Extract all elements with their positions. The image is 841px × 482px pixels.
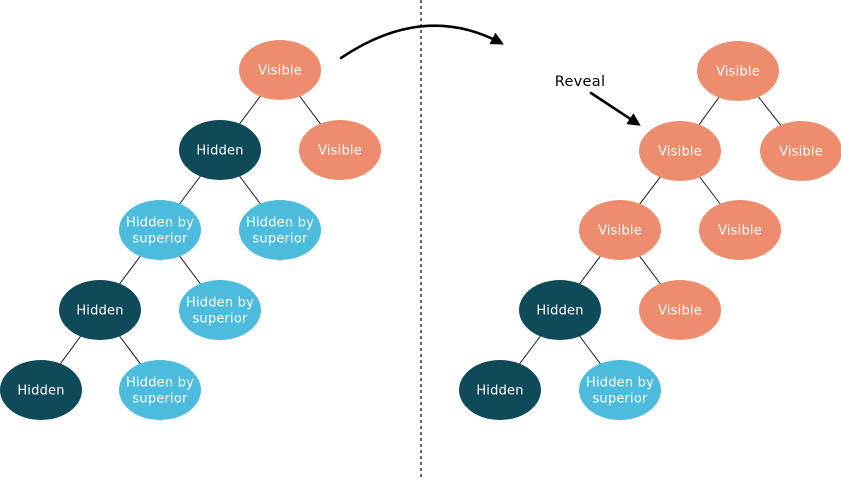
tree-node-visible [299, 120, 381, 180]
tree-node-hidden_by_superior [239, 200, 321, 260]
tree-node-label: Visible [258, 64, 302, 79]
tree-node-visible [639, 121, 721, 181]
tree-node-visible [579, 200, 661, 260]
tree-node-visible [697, 41, 779, 101]
tree-node-label: Hidden [196, 144, 243, 159]
reveal-annotation: Reveal [555, 74, 641, 126]
tree-node-label: Hidden [76, 304, 123, 319]
tree-node-label: Visible [718, 224, 762, 239]
tree-node-hidden [179, 120, 261, 180]
tree-node-label: Hidden [17, 384, 64, 399]
reveal-arrow [589, 91, 641, 126]
tree-node-hidden [459, 360, 541, 420]
tree-node-hidden [59, 280, 141, 340]
transform-arrow [339, 24, 504, 60]
tree-node-hidden_by_superior [179, 280, 261, 340]
tree-node-label: Visible [658, 304, 702, 319]
tree-node-hidden [0, 360, 82, 420]
tree-node-hidden_by_superior [579, 360, 661, 420]
tree-node-label: Visible [598, 224, 642, 239]
tree-node-label: Hidden [476, 384, 523, 399]
tree-node-hidden_by_superior [119, 360, 201, 420]
tree-node-visible [760, 121, 841, 181]
tree-node-label: Visible [779, 145, 823, 160]
tree-node-label: Visible [716, 65, 760, 80]
tree-node-hidden_by_superior [119, 200, 201, 260]
tree-node-hidden [519, 280, 601, 340]
tree-node-visible [639, 280, 721, 340]
tree-node-label: Visible [318, 144, 362, 159]
tree-node-label: Hidden [536, 304, 583, 319]
reveal-label: Reveal [555, 74, 606, 90]
tree-node-visible [699, 200, 781, 260]
tree-node-visible [239, 40, 321, 100]
tree-node-label: Visible [658, 145, 702, 160]
